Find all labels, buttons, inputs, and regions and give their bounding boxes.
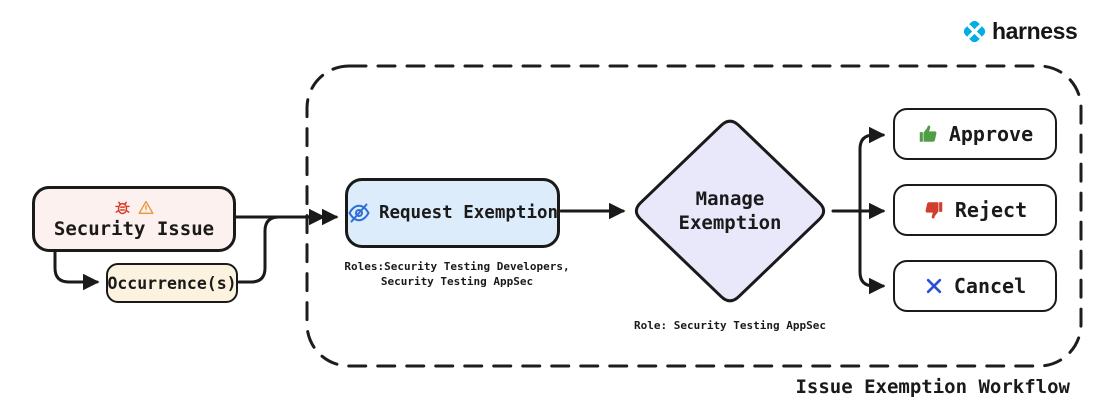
security-issue-label: Security Issue bbox=[53, 217, 215, 240]
node-occurrences: Occurrence(s) bbox=[106, 263, 238, 303]
connector-occurrence-to-request bbox=[237, 208, 326, 284]
manage-exemption-label-line1: Manage bbox=[695, 188, 765, 210]
brand-name: harness bbox=[992, 18, 1078, 44]
approve-label: Approve bbox=[948, 122, 1034, 146]
harness-logo-icon bbox=[960, 17, 989, 46]
diagram-title: Issue Exemption Workflow bbox=[795, 376, 1070, 398]
connector-to-approve bbox=[858, 126, 886, 213]
occurrences-label: Occurrence(s) bbox=[107, 273, 237, 293]
node-security-issue: Security Issue bbox=[32, 186, 236, 252]
connector-to-cancel bbox=[858, 209, 886, 295]
manage-exemption-label: Manage Exemption bbox=[650, 187, 810, 235]
connector-security-to-occurrence bbox=[53, 250, 100, 291]
reject-label: Reject bbox=[954, 198, 1028, 222]
cancel-label: Cancel bbox=[953, 274, 1027, 298]
roles-caption-line1: Roles:Security Testing Developers, bbox=[344, 260, 570, 273]
thumbs-up-icon bbox=[917, 123, 939, 145]
thumbs-down-icon bbox=[923, 199, 945, 221]
manage-exemption-label-line2: Exemption bbox=[678, 212, 782, 234]
node-request-exemption: Request Exemption bbox=[345, 178, 560, 248]
node-cancel: Cancel bbox=[893, 260, 1057, 312]
node-approve: Approve bbox=[893, 108, 1057, 160]
bug-icon bbox=[114, 199, 131, 216]
manage-exemption-diamond bbox=[634, 119, 826, 303]
request-exemption-label: Request Exemption bbox=[378, 203, 559, 223]
warning-icon bbox=[137, 199, 155, 216]
brand: harness bbox=[960, 17, 1078, 46]
eye-off-icon bbox=[347, 201, 371, 225]
x-icon bbox=[924, 276, 944, 296]
manage-exemption-role-caption: Role: Security Testing AppSec bbox=[633, 319, 827, 332]
node-reject: Reject bbox=[893, 184, 1057, 236]
roles-caption-line2: Security Testing AppSec bbox=[380, 275, 534, 288]
request-exemption-roles-caption: Roles:Security Testing Developers, Secur… bbox=[337, 259, 577, 289]
